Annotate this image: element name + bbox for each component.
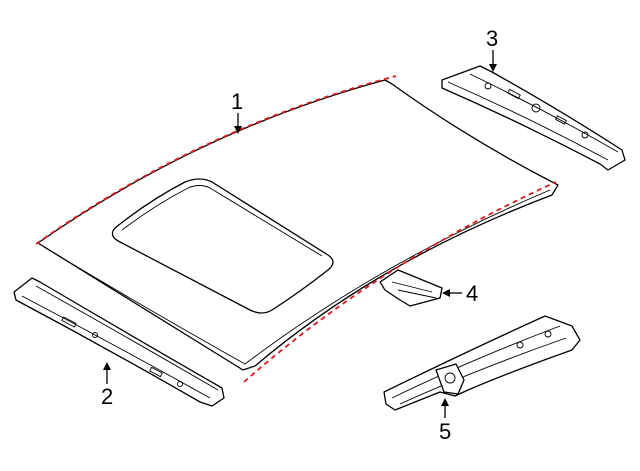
- callout-label-5: 5: [439, 419, 451, 444]
- roof-highlight-edge-left: [35, 75, 397, 245]
- callout-1: 1: [231, 89, 243, 134]
- roof-bracket: [379, 269, 443, 307]
- callout-5: 5: [439, 398, 451, 444]
- callout-4: 4: [442, 281, 478, 306]
- callout-label-1: 1: [231, 89, 243, 114]
- callout-label-3: 3: [486, 26, 498, 51]
- roof-highlight-edge-right: [243, 181, 557, 383]
- arrow-up-icon: [103, 362, 111, 370]
- arrow-down-icon: [234, 126, 242, 134]
- sunroof-opening: [111, 178, 334, 314]
- callout-3: 3: [486, 26, 498, 72]
- roof-panel: [37, 79, 559, 371]
- front-header-rail: [13, 277, 225, 407]
- rear-header-rail: [441, 65, 626, 171]
- arrow-left-icon: [442, 289, 450, 297]
- arrow-up-icon: [441, 398, 449, 406]
- callout-label-2: 2: [101, 384, 113, 409]
- roof-bow: [383, 315, 581, 411]
- callout-2: 2: [101, 362, 113, 409]
- arrow-down-icon: [489, 64, 497, 72]
- callout-label-4: 4: [466, 281, 478, 306]
